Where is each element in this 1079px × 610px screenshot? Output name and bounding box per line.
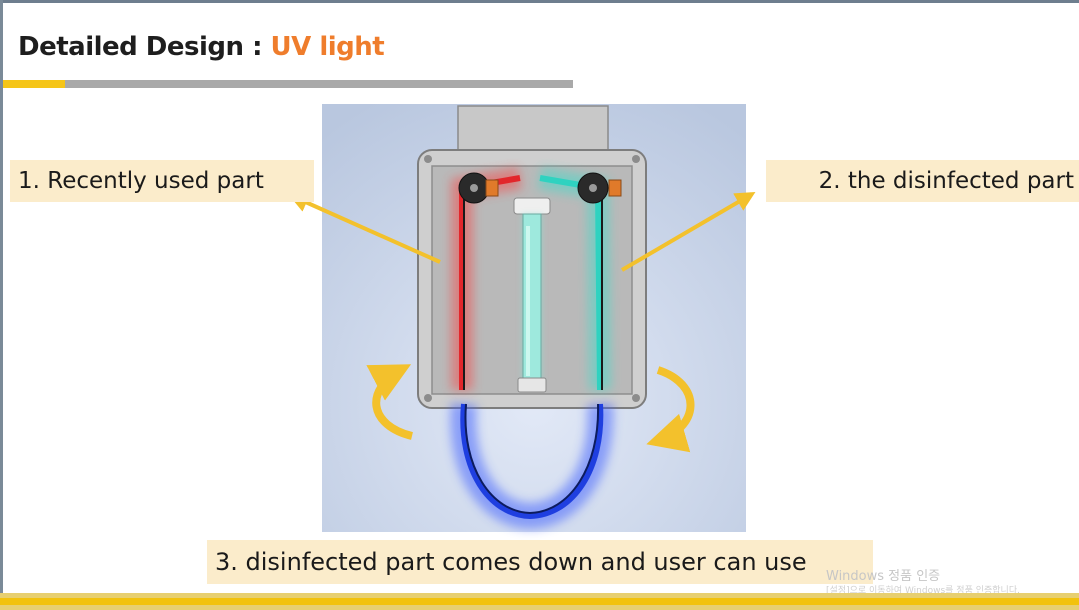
activation-watermark: Windows 정품 인증 bbox=[826, 569, 941, 584]
label-disinfected: 2. the disinfected part bbox=[766, 160, 1079, 202]
title-underline bbox=[65, 80, 573, 88]
top-mount bbox=[457, 105, 609, 157]
rotation-arrow-left-icon bbox=[366, 364, 414, 440]
motor-icon bbox=[485, 179, 499, 197]
arrow-to-label-2 bbox=[620, 191, 756, 272]
rotation-arrow-right-icon bbox=[646, 366, 695, 453]
window-left-edge bbox=[0, 0, 3, 610]
label-recently-used: 1. Recently used part bbox=[10, 160, 314, 202]
window-top-edge bbox=[0, 0, 1079, 3]
slide-title-accent: UV light bbox=[270, 32, 385, 62]
arrow-to-label-1 bbox=[288, 193, 441, 264]
uv-lamp-base bbox=[517, 377, 547, 393]
screw-icon bbox=[632, 394, 640, 402]
uv-lamp-cap bbox=[513, 197, 551, 215]
screw-icon bbox=[424, 155, 432, 163]
uv-lamp-tube bbox=[522, 213, 542, 383]
screw-icon bbox=[632, 155, 640, 163]
slide-title: Detailed Design : UV light bbox=[18, 32, 385, 62]
bottom-loop bbox=[460, 403, 604, 520]
label-comes-down: 3. disinfected part comes down and user … bbox=[207, 540, 873, 584]
activation-watermark-detail: [설정]으로 이동하여 Windows를 정품 인증합니다. bbox=[826, 586, 1020, 596]
slide-bottom-band bbox=[0, 593, 1079, 610]
slide-title-prefix: Detailed Design : bbox=[18, 32, 271, 62]
motor-icon bbox=[608, 179, 622, 197]
screw-icon bbox=[424, 394, 432, 402]
title-underline-accent bbox=[3, 80, 65, 88]
